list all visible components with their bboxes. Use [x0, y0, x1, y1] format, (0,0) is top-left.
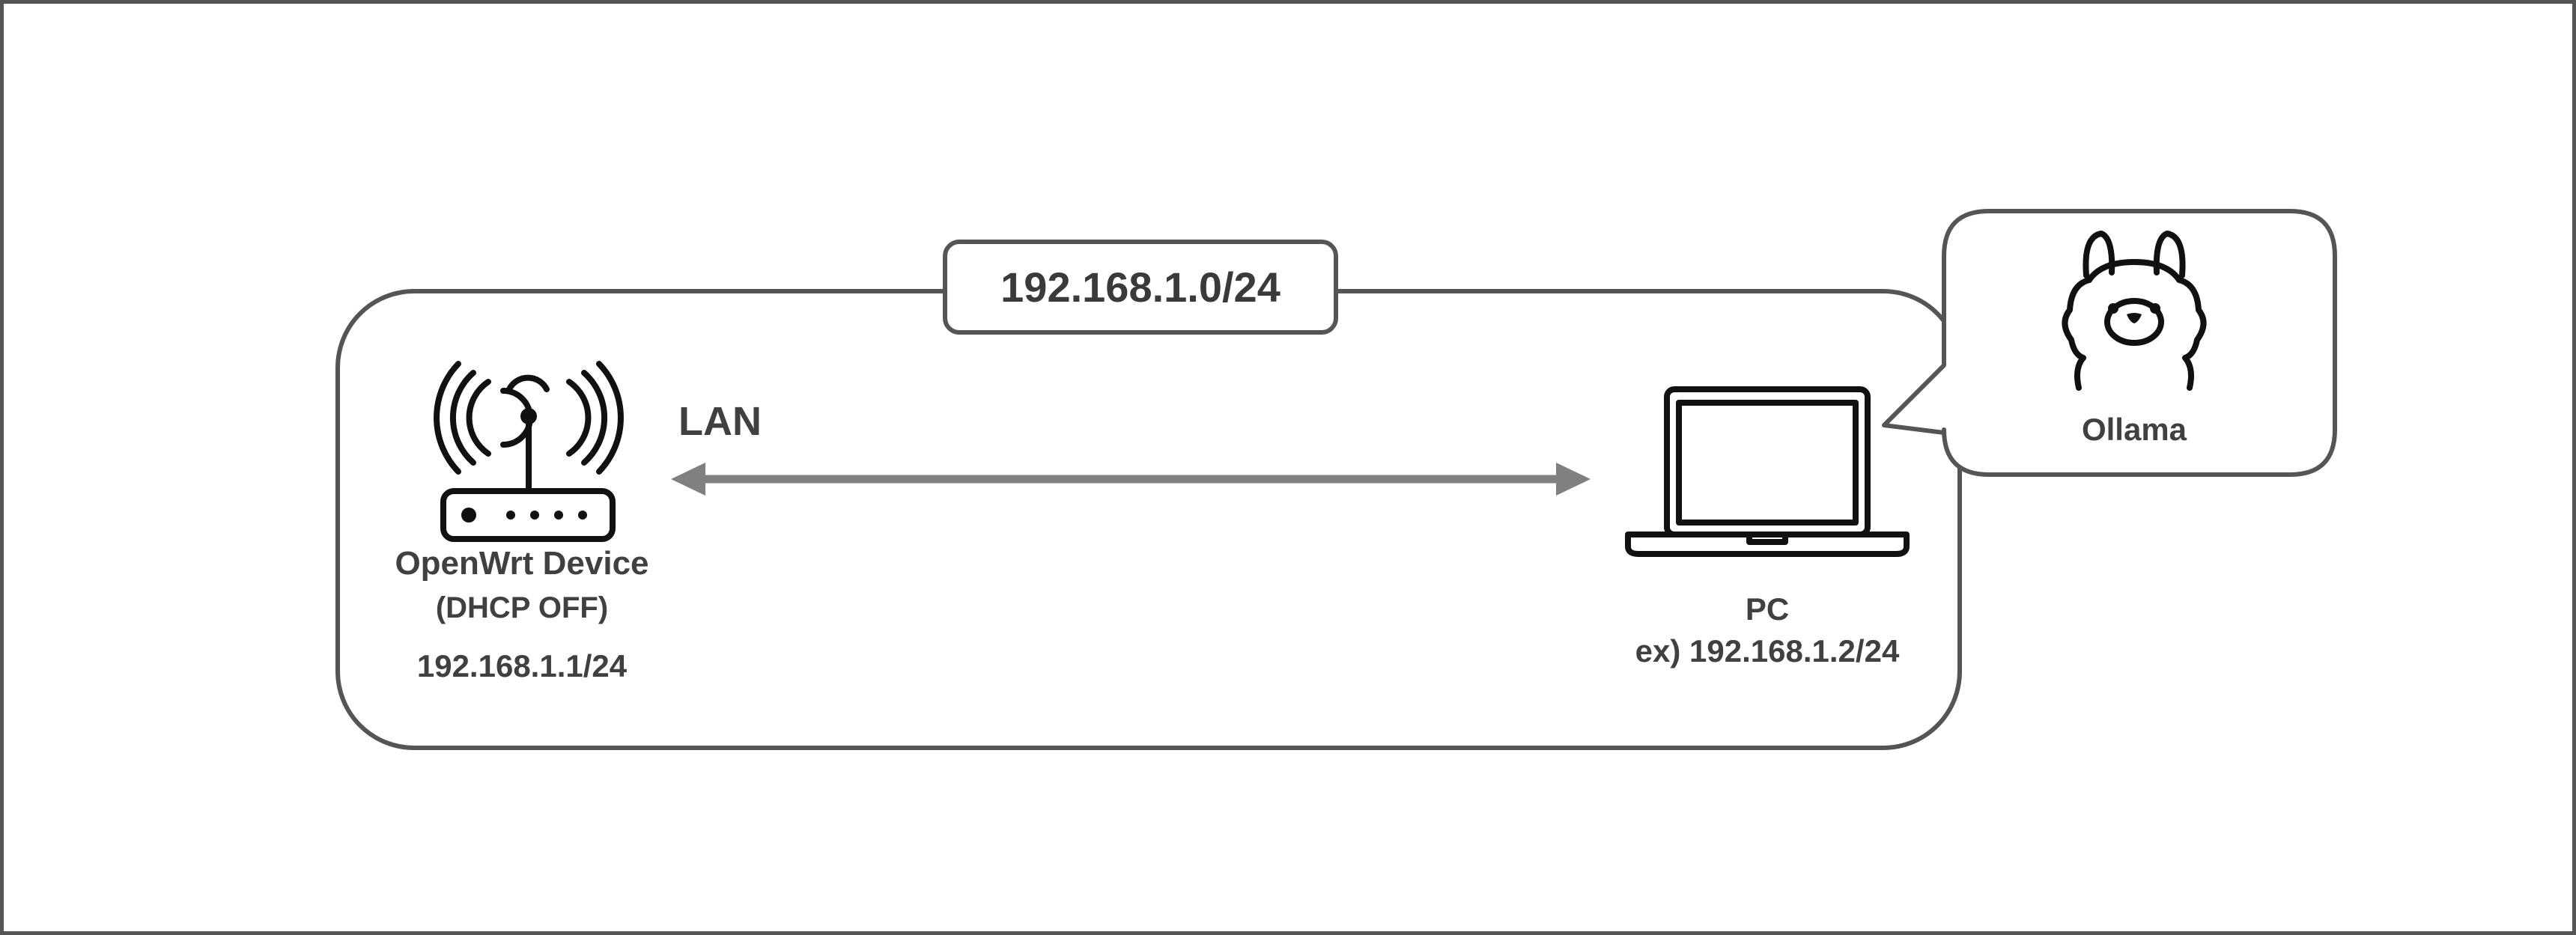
llama-face: [2108, 303, 2160, 323]
subnet-label: 192.168.1.0/24: [943, 240, 1338, 335]
ollama-label: Ollama: [2081, 412, 2187, 447]
pc-ip: ex) 192.168.1.2/24: [1635, 633, 1900, 668]
router-status-lights: [461, 508, 587, 523]
router-antenna-tip: [520, 408, 537, 424]
lan-link-arrow: [671, 463, 1591, 496]
router-note: (DHCP OFF): [435, 591, 609, 624]
wifi-router-icon: [434, 361, 624, 542]
lan-link-label: LAN: [678, 399, 762, 444]
router-name: OpenWrt Device: [395, 545, 649, 582]
laptop-icon: [1625, 386, 1910, 557]
pc-name: PC: [1745, 591, 1790, 627]
router-ip: 192.168.1.1/24: [416, 648, 628, 683]
llama-icon: [2062, 231, 2207, 391]
ollama-callout-bubble: [1882, 209, 2337, 477]
